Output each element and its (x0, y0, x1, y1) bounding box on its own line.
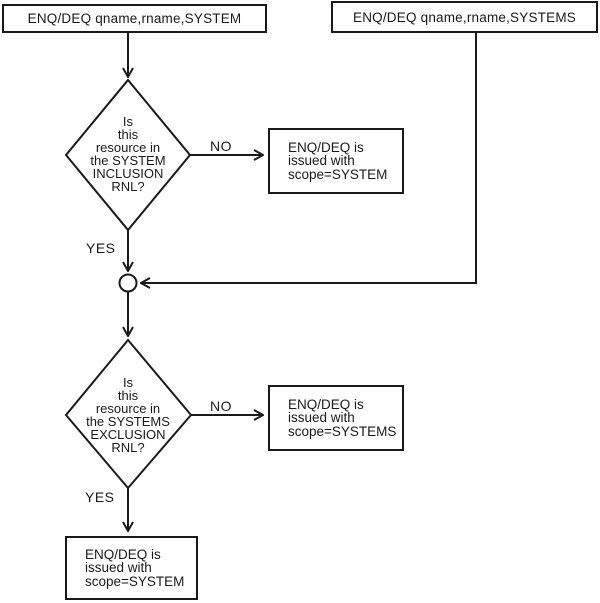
node-result-scope-systems-no: ENQ/DEQ is issued with scope=SYSTEMS (268, 385, 404, 451)
node-entry-enqdeq-system: ENQ/DEQ qname,rname,SYSTEM (2, 4, 267, 33)
node-result-scope-system-no: ENQ/DEQ is issued with scope=SYSTEM (268, 128, 404, 194)
decision-exclusion-diamond (64, 338, 193, 490)
decision-inclusion-diamond (64, 78, 192, 232)
decision-exclusion-label: Is this resource in the SYSTEMS EXCLUSIO… (86, 375, 170, 455)
node-result-scope-systems-no-label: ENQ/DEQ is issued with scope=SYSTEMS (288, 396, 397, 439)
node-entry-enqdeq-systems-label: ENQ/DEQ qname,rname,SYSTEMS (353, 9, 576, 25)
junction-connector-circle (118, 273, 138, 293)
node-entry-enqdeq-system-label: ENQ/DEQ qname,rname,SYSTEM (27, 11, 242, 26)
node-result-scope-system-no-label: ENQ/DEQ is issued with scope=SYSTEM (288, 139, 388, 182)
edge-label-inclusion-no: NO (210, 138, 232, 154)
node-result-scope-system-yes: ENQ/DEQ is issued with scope=SYSTEM (65, 536, 198, 600)
edge-label-exclusion-yes: YES (85, 489, 115, 505)
edge-label-exclusion-no: NO (210, 398, 232, 414)
edge-entry-systems-to-junction (141, 33, 477, 283)
edge-label-inclusion-yes: YES (86, 240, 116, 256)
node-result-scope-system-yes-label: ENQ/DEQ is issued with scope=SYSTEM (85, 546, 185, 589)
node-entry-enqdeq-systems: ENQ/DEQ qname,rname,SYSTEMS (331, 1, 598, 33)
decision-inclusion-label: Is this resource in the SYSTEM INCLUSION… (90, 114, 166, 194)
